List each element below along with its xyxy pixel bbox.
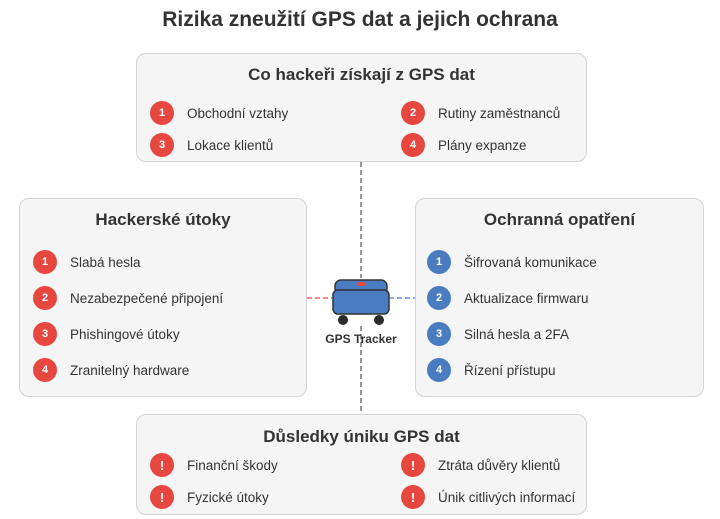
list-item: ! Fyzické útoky [150,485,269,509]
number-badge: 2 [401,101,425,125]
number-badge: 4 [401,133,425,157]
hacker-attacks-title: Hackerské útoky [95,210,231,229]
item-label: Silná hesla a 2FA [464,326,570,342]
list-item: ! Finanční škody [150,453,278,477]
number-badge: 2 [33,286,57,310]
list-item: 1 Obchodní vztahy [150,101,288,125]
item-label: Únik citlivých informací [438,489,576,505]
item-label: Aktualizace firmwaru [464,290,589,306]
item-label: Slabá hesla [70,254,141,270]
leak-consequences-title: Důsledky úniku GPS dat [263,427,460,446]
list-item: 1 Šifrovaná komunikace [427,250,597,274]
item-label: Obchodní vztahy [187,105,289,121]
list-item: 3 Silná hesla a 2FA [427,322,569,346]
leak-consequences-box: Důsledky úniku GPS dat ! Finanční škody … [136,414,587,515]
number-badge: 4 [33,358,57,382]
warning-badge-icon: ! [401,485,425,509]
gps-tracker-icon [332,279,390,325]
list-item: ! Ztráta důvěry klientů [401,453,560,477]
list-item: ! Únik citlivých informací [401,485,575,509]
number-badge: 3 [33,322,57,346]
item-label: Lokace klientů [187,137,274,153]
list-item: 3 Lokace klientů [150,133,273,157]
warning-badge-icon: ! [150,453,174,477]
list-item: 2 Nezabezpečené připojení [33,286,223,310]
item-label: Ztráta důvěry klientů [438,457,561,473]
item-label: Řízení přístupu [464,362,556,378]
number-badge: 1 [427,250,451,274]
number-badge: 3 [150,133,174,157]
item-label: Šifrovaná komunikace [464,254,597,270]
list-item: 3 Phishingové útoky [33,322,180,346]
warning-badge-icon: ! [401,453,425,477]
item-label: Nezabezpečené připojení [70,290,224,306]
item-label: Fyzické útoky [187,489,269,505]
list-item: 4 Zranitelný hardware [33,358,189,382]
number-badge: 1 [33,250,57,274]
attacker-gains-box: Co hackeři získají z GPS dat 1 Obchodní … [136,53,587,162]
item-label: Zranitelný hardware [70,362,190,378]
item-label: Finanční škody [187,457,278,473]
list-item: 1 Slabá hesla [33,250,141,274]
number-badge: 2 [427,286,451,310]
protective-measures-box: Ochranná opatření 1 Šifrovaná komunikace… [415,198,704,397]
diagram-title: Rizika zneužití GPS dat a jejich ochrana [162,8,558,31]
list-item: 2 Rutiny zaměstnanců [401,101,560,125]
list-item: 4 Plány expanze [401,133,527,157]
item-label: Plány expanze [438,137,527,153]
list-item: 2 Aktualizace firmwaru [427,286,589,310]
number-badge: 3 [427,322,451,346]
hacker-attacks-box: Hackerské útoky 1 Slabá hesla 2 Nezabezp… [19,198,307,397]
item-label: Phishingové útoky [70,326,180,342]
number-badge: 1 [150,101,174,125]
attacker-gains-title: Co hackeři získají z GPS dat [248,65,475,84]
number-badge: 4 [427,358,451,382]
list-item: 4 Řízení přístupu [427,358,556,382]
item-label: Rutiny zaměstnanců [438,105,561,121]
warning-badge-icon: ! [150,485,174,509]
gps-tracker-label: GPS Tracker [325,332,397,346]
protective-measures-title: Ochranná opatření [483,210,636,229]
